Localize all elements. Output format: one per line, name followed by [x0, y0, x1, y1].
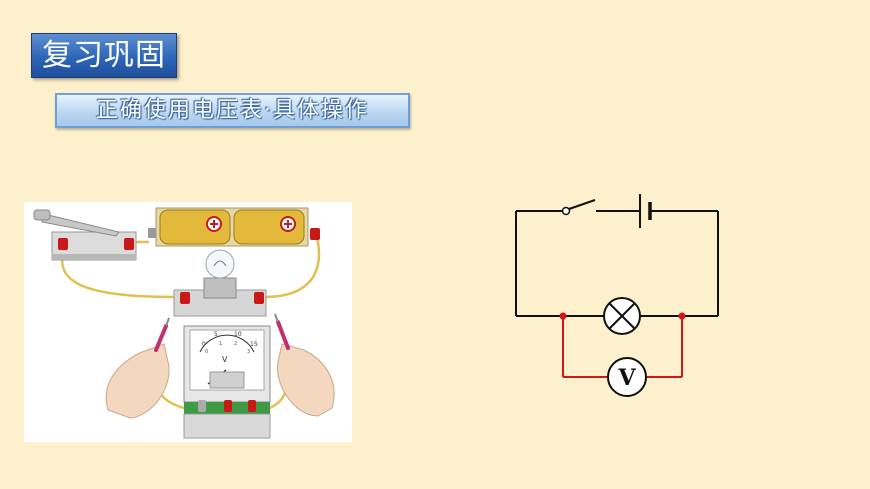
- right-probe-tip: [274, 313, 279, 323]
- left-probe-tip: [165, 317, 170, 327]
- page-title: 复习巩固: [31, 33, 177, 78]
- section-subtitle: 正确使用电压表·具体操作: [55, 93, 410, 128]
- voltmeter-scale-arc: [199, 334, 255, 353]
- voltmeter-symbol-label: V: [617, 365, 636, 391]
- left-hand: [105, 343, 170, 419]
- voltmeter-tick-5: 5: [214, 331, 218, 338]
- voltmeter-terminal-15v: [248, 400, 256, 412]
- lamp-terminal-left: [180, 292, 190, 304]
- lamp-terminal-right: [254, 292, 264, 304]
- left-probe: [154, 324, 168, 352]
- voltmeter-face-symbol: V: [222, 355, 228, 364]
- voltmeter-tick-0: 0: [202, 341, 206, 348]
- battery-terminal-right: [310, 228, 320, 240]
- switch-base-edge: [52, 254, 136, 260]
- right-hand: [277, 343, 335, 417]
- switch-pivot-icon: [561, 206, 571, 216]
- circuit-schematic: V: [500, 180, 740, 410]
- switch-terminal-left: [58, 238, 68, 250]
- lamp-filament: [213, 260, 227, 267]
- voltmeter-stand: [183, 413, 271, 439]
- voltmeter-inner-tick-0: 0: [205, 349, 208, 355]
- circuit-illustration: 0 5 10 15 0 1 2 3 V: [24, 202, 352, 442]
- right-probe: [276, 320, 290, 350]
- battery-terminal-left: [148, 228, 156, 238]
- voltmeter-symbol-icon: [607, 357, 647, 397]
- switch-blade: [568, 199, 596, 210]
- lamp-socket: [203, 277, 237, 299]
- wire-battery-to-lamp: [263, 233, 321, 299]
- voltmeter-inner-tick-3: 3: [247, 349, 250, 355]
- voltmeter-terminal-3v: [224, 400, 232, 412]
- voltmeter-terminal-neg: [198, 400, 206, 412]
- circuit-illustration-svg: 0 5 10 15 0 1 2 3 V: [33, 207, 335, 439]
- voltmeter-inner-tick-2: 2: [234, 341, 237, 347]
- voltmeter-tick-15: 15: [250, 341, 258, 348]
- junction-right: [678, 312, 686, 320]
- switch-terminal-right: [124, 238, 134, 250]
- circuit-schematic-svg: V: [515, 194, 719, 397]
- junction-left: [559, 312, 567, 320]
- wire-switch-to-lamp: [61, 249, 184, 299]
- voltmeter-tick-10: 10: [234, 331, 242, 338]
- battery-plus-glyph-2: [284, 220, 292, 228]
- voltmeter-window: [209, 371, 245, 389]
- lamp-bulb-icon: [205, 249, 235, 279]
- switch-handle: [33, 209, 51, 221]
- battery-plus-glyph-1: [210, 220, 218, 228]
- voltmeter-inner-tick-1: 1: [219, 341, 222, 347]
- lamp-cross-2: [608, 302, 636, 330]
